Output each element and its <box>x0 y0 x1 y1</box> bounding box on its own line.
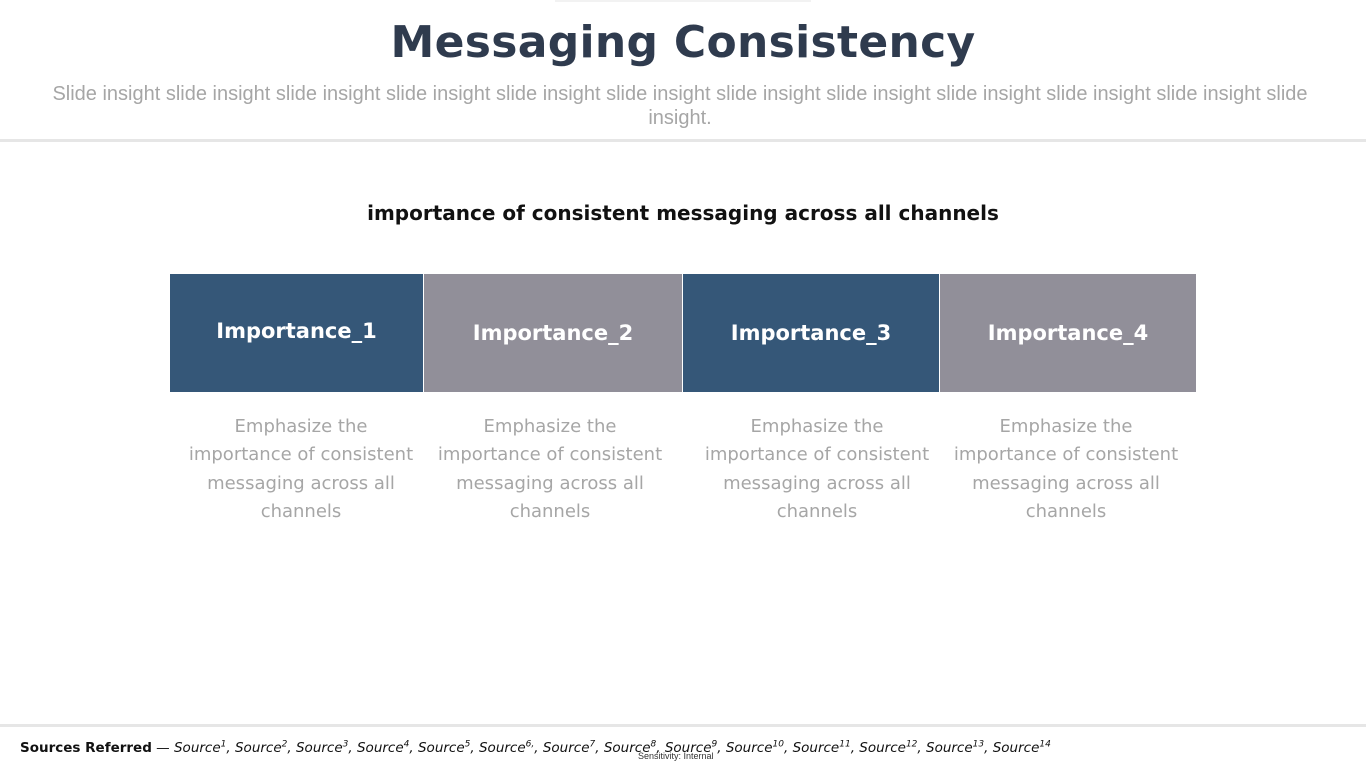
source-name: Source <box>664 740 712 756</box>
importance-card-2: Importance_2 <box>424 274 682 392</box>
source-name: Source <box>859 740 906 756</box>
sources-label: Sources Referred <box>20 740 152 756</box>
source-ref: 1 <box>220 739 227 750</box>
importance-card-label: Importance_3 <box>730 321 892 345</box>
source-item: Source6, <box>479 740 534 756</box>
source-name: Source <box>478 740 526 756</box>
source-ref: 5 <box>464 739 471 750</box>
source-item: Source1 <box>174 740 226 756</box>
importance-card-label: Importance_1 <box>216 319 377 343</box>
source-item: Source14 <box>993 740 1051 756</box>
importance-description-4: Emphasize the importance of consistent m… <box>953 416 1179 522</box>
sources-referred: Sources Referred — Source1, Source2, Sou… <box>20 739 1051 757</box>
source-ref: 9 <box>711 739 718 750</box>
source-name: Source <box>926 740 973 756</box>
importance-card-label: Importance_2 <box>472 321 634 345</box>
section-heading: importance of consistent messaging acros… <box>367 201 999 225</box>
top-rule <box>555 0 811 2</box>
importance-card-1: Importance_1 <box>170 274 423 392</box>
source-ref: 4 <box>403 739 410 750</box>
source-item: Source11 <box>793 740 851 756</box>
source-name: Source <box>356 740 404 756</box>
source-item: Source13 <box>926 740 984 756</box>
header-divider <box>0 139 1366 142</box>
source-ref: 13 <box>972 739 985 750</box>
source-ref: 7 <box>589 739 596 750</box>
source-item: Source8 <box>604 740 656 756</box>
importance-card-3: Importance_3 <box>683 274 939 392</box>
source-name: Source <box>725 740 773 756</box>
importance-description-1: Emphasize the importance of consistent m… <box>188 416 414 522</box>
source-ref: 3 <box>342 739 349 750</box>
source-item: Source12 <box>859 740 917 756</box>
source-item: Source2 <box>235 740 287 756</box>
importance-description-3: Emphasize the importance of consistent m… <box>704 416 930 522</box>
importance-description-2: Emphasize the importance of consistent m… <box>437 416 663 522</box>
importance-card-label: Importance_4 <box>987 321 1149 345</box>
slide-title: Messaging Consistency <box>390 17 976 68</box>
importance-card-4: Importance_4 <box>940 274 1196 392</box>
source-ref: 6, <box>525 739 535 750</box>
sources-separator: — <box>151 740 174 756</box>
source-ref: 10 <box>772 739 784 750</box>
source-item: Source5 <box>418 740 470 756</box>
source-name: Source <box>992 740 1040 756</box>
source-item: Source4 <box>357 740 409 756</box>
source-ref: 11 <box>839 739 851 750</box>
sensitivity-label: Sensitivity: Internal <box>638 751 714 761</box>
slide-subtitle: Slide insight slide insight slide insigh… <box>52 83 1308 129</box>
source-ref: 2 <box>281 739 288 750</box>
source-ref: 14 <box>1039 739 1051 750</box>
source-ref: 8 <box>650 739 657 750</box>
source-name: Source <box>542 740 590 756</box>
footer-divider <box>0 724 1366 727</box>
source-name: Source <box>417 740 465 756</box>
source-name: Source <box>173 740 221 756</box>
source-ref: 12 <box>905 739 918 750</box>
source-item: Source9 <box>665 740 717 756</box>
source-item: Source10 <box>726 740 784 756</box>
source-item: Source7 <box>543 740 595 756</box>
source-name: Source <box>234 740 282 756</box>
source-item: Source3 <box>296 740 348 756</box>
source-name: Source <box>603 740 651 756</box>
source-name: Source <box>295 740 343 756</box>
sources-list: Source1, Source2, Source3, Source4, Sour… <box>173 739 1051 756</box>
source-name: Source <box>792 740 840 756</box>
